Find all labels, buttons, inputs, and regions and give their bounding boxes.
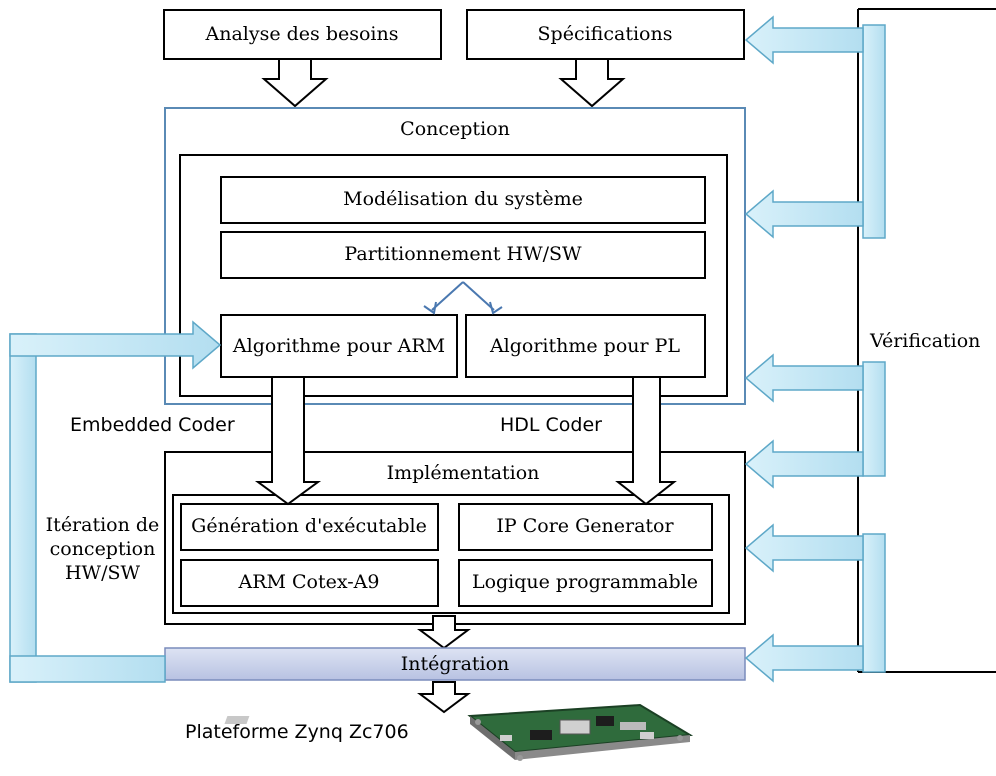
pl-down-arrow (615, 376, 677, 506)
conception-title: Conception (400, 118, 510, 140)
modelisation-label: Modélisation du système (343, 188, 583, 210)
integration-bar (164, 647, 746, 681)
logique-box (458, 559, 713, 607)
logique-label: Logique programmable (471, 571, 699, 593)
algo-arm-label: Algorithme pour ARM (232, 335, 446, 357)
zynq-board-image (224, 703, 694, 761)
analyse-box (163, 9, 442, 60)
partitionnement-label: Partitionnement HW/SW (344, 243, 582, 265)
split-arrows (423, 281, 503, 315)
specifications-box (466, 9, 745, 60)
plateforme-down-arrow (417, 681, 471, 714)
algo-pl-box (465, 314, 706, 378)
implementation-title: Implémentation (386, 462, 540, 484)
analyse-label: Analyse des besoins (205, 23, 399, 45)
partitionnement-box (220, 231, 706, 279)
algo-arm-box (220, 314, 458, 378)
integration-label: Intégration (400, 653, 510, 675)
verification-arrows (744, 15, 886, 683)
ip-core-box (458, 503, 713, 551)
iteration-arrow (9, 320, 222, 683)
arm-down-arrow (254, 376, 322, 506)
arm-cortex-label: ARM Cotex-A9 (238, 571, 380, 593)
down-arrow-analyse (261, 58, 329, 108)
integration-down-arrow (417, 615, 471, 650)
algo-pl-label: Algorithme pour PL (489, 335, 681, 357)
modelisation-box (220, 176, 706, 224)
iteration-label: Itération de conception HW/SW (45, 514, 160, 584)
down-arrow-spec (558, 58, 626, 108)
generation-box (180, 503, 439, 551)
embedded-coder-label: Embedded Coder (70, 414, 235, 436)
arm-cortex-box (180, 559, 439, 607)
specifications-label: Spécifications (537, 23, 673, 45)
hdl-coder-label: HDL Coder (500, 414, 602, 436)
ip-core-label: IP Core Generator (496, 515, 674, 537)
verification-label: Vérification (870, 330, 981, 352)
generation-label: Génération d'exécutable (191, 515, 427, 537)
plateforme-label: Plateforme Zynq Zc706 (185, 721, 409, 743)
